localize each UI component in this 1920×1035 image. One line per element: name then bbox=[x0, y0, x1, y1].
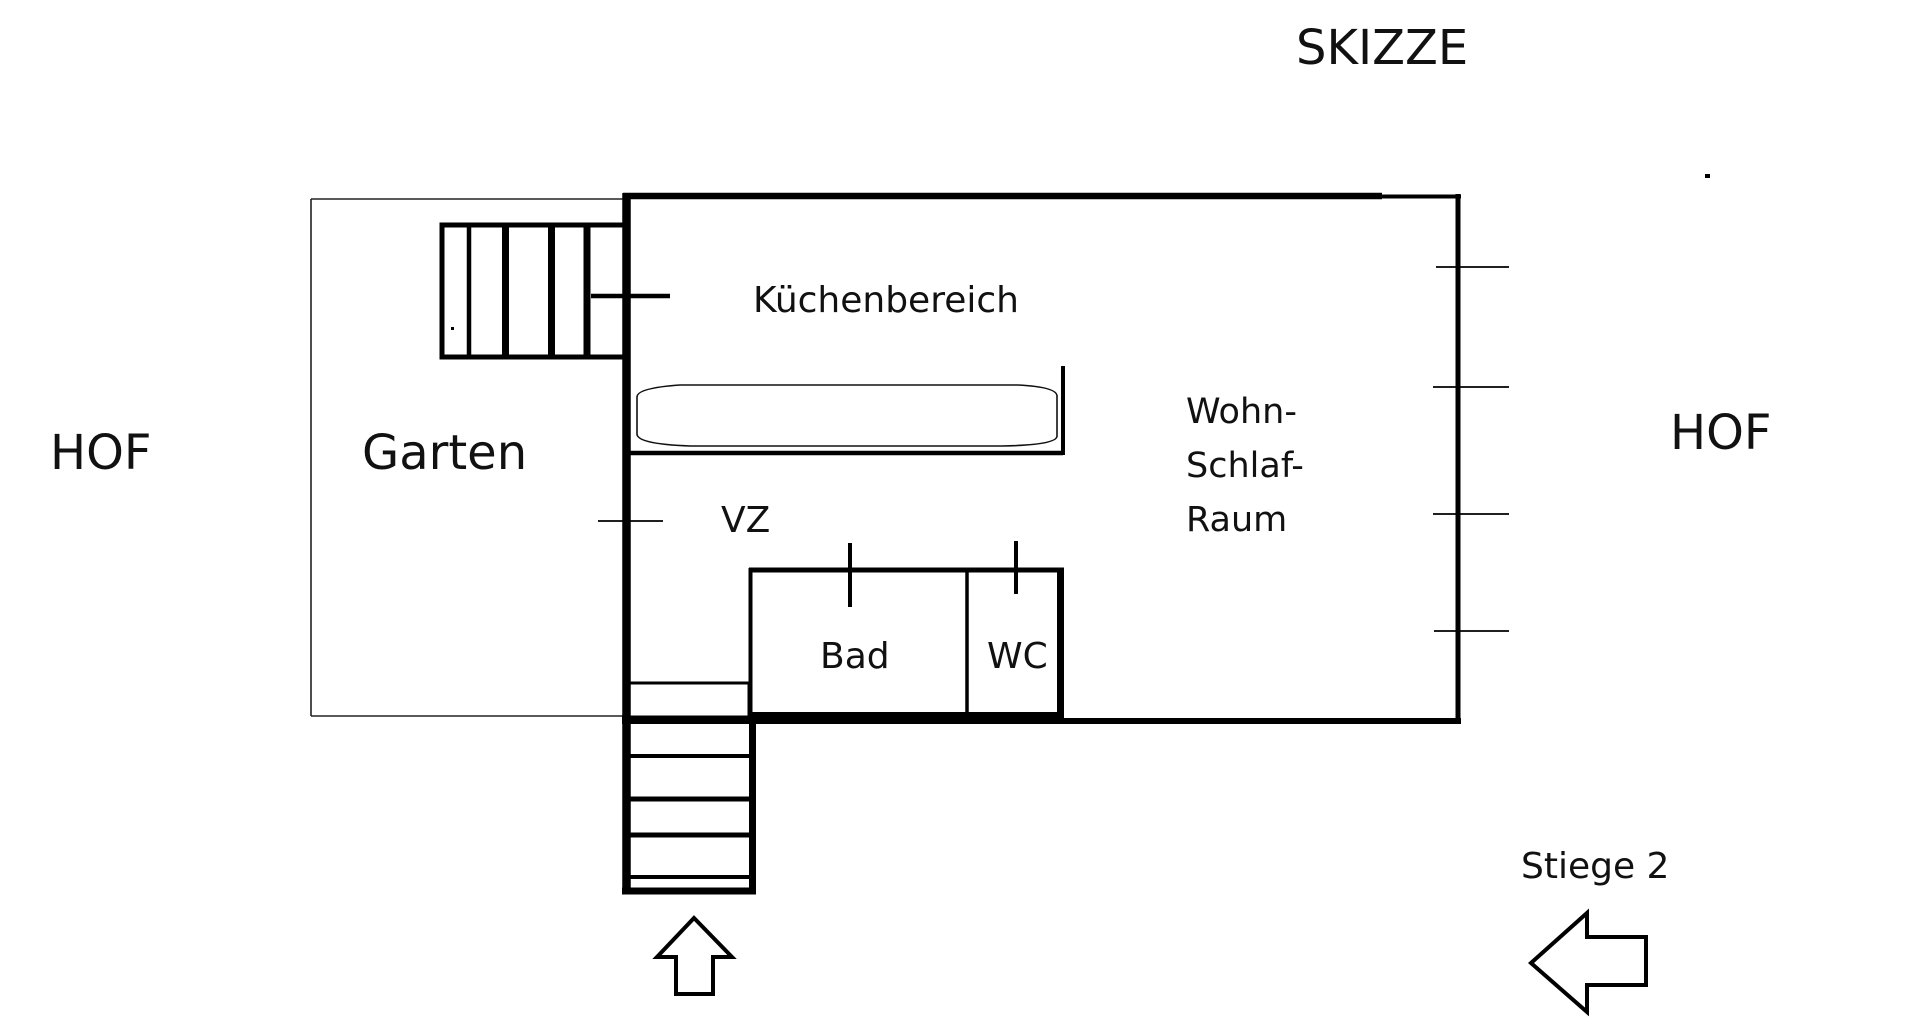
label-living-3: Raum bbox=[1186, 500, 1287, 540]
label-bath: Bad bbox=[820, 636, 890, 677]
bath-wc-block bbox=[748, 541, 1064, 720]
stray-dot bbox=[1705, 174, 1710, 178]
label-garden: Garten bbox=[362, 425, 527, 481]
arrow-up-icon bbox=[652, 915, 737, 996]
label-hof-left: HOF bbox=[50, 425, 151, 481]
garden-area bbox=[310, 198, 626, 717]
label-staircase: Stiege 2 bbox=[1521, 846, 1669, 887]
entrance-stair bbox=[622, 681, 756, 895]
arrow-left-icon bbox=[1527, 908, 1648, 1017]
kitchen-counter bbox=[636, 384, 1058, 447]
label-living-1: Wohn- bbox=[1186, 392, 1297, 432]
label-kitchen: Küchenbereich bbox=[753, 280, 1019, 321]
kitchen-partition bbox=[626, 366, 1065, 456]
label-wc: WC bbox=[987, 636, 1048, 677]
apartment-walls bbox=[622, 192, 1461, 893]
label-living-2: Schlaf- bbox=[1186, 446, 1304, 486]
window-marks bbox=[1433, 266, 1509, 632]
sketch-title: SKIZZE bbox=[1296, 20, 1468, 76]
garden-stair bbox=[439, 222, 670, 360]
label-hall: VZ bbox=[721, 500, 770, 541]
label-hof-right: HOF bbox=[1670, 405, 1771, 461]
